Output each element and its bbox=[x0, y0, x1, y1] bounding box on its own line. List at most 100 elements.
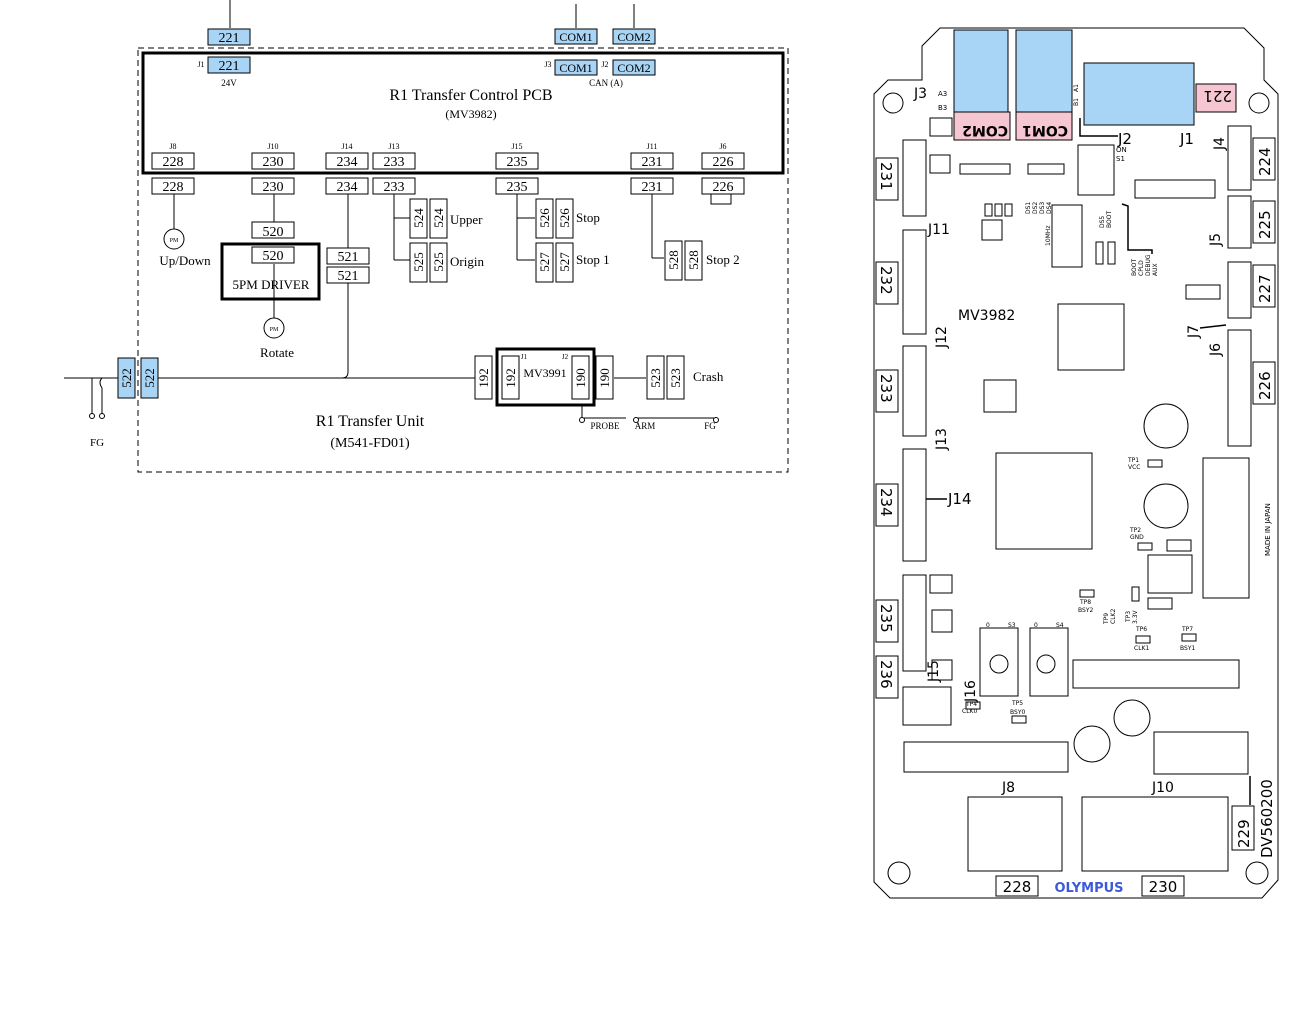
diagram-label: 520 bbox=[263, 225, 284, 240]
diagram-label: CPLD bbox=[1138, 260, 1145, 276]
diagram-label: CLK1 bbox=[1134, 645, 1149, 652]
diagram-label: 522 bbox=[119, 368, 134, 388]
rotate-label: Rotate bbox=[260, 345, 294, 360]
diagram-label: 3.3V bbox=[1132, 609, 1139, 624]
diagram-label: J1 bbox=[197, 60, 204, 69]
diagram-label: TP8 bbox=[1079, 599, 1091, 606]
diagram-label: 221 bbox=[1203, 87, 1232, 105]
diagram-label: COM2 bbox=[962, 122, 1008, 138]
diagram-label: 526 bbox=[537, 208, 552, 228]
diagram-label: 228 bbox=[163, 155, 184, 170]
diagram-label: 235 bbox=[507, 180, 528, 195]
diagram-label: J12 bbox=[934, 326, 950, 349]
diagram-label: BSY2 bbox=[1078, 607, 1093, 614]
diagram-label: J2 bbox=[601, 60, 608, 69]
diagram-label: 525 bbox=[431, 252, 446, 272]
updown-label: Up/Down bbox=[159, 253, 211, 268]
diagram-label: VCC bbox=[1128, 464, 1140, 471]
diagram-label: 520 bbox=[263, 249, 284, 264]
diagram-label: J14 bbox=[947, 490, 972, 508]
rotate-motor bbox=[263, 317, 285, 339]
diagram-label: J2 bbox=[1117, 130, 1132, 148]
diagram-label: 226 bbox=[713, 155, 734, 170]
mv3991-box bbox=[495, 347, 596, 407]
diagram-label: B3 bbox=[938, 104, 947, 112]
diagram-label: 523 bbox=[648, 368, 663, 388]
diagram-label: GND bbox=[1130, 534, 1144, 541]
diagram-label: AUX bbox=[1152, 263, 1159, 276]
diagram-label: 231 bbox=[877, 162, 895, 191]
transfer-unit-outline bbox=[137, 47, 789, 473]
diagram-label: TP7 bbox=[1181, 626, 1193, 633]
diagram-label: 229 bbox=[1235, 819, 1253, 848]
diagram-label: CAN (A) bbox=[589, 78, 623, 88]
doc-number: DV560200 bbox=[1258, 779, 1276, 858]
diagram-label: BOOT bbox=[1131, 259, 1138, 276]
diagram-label: 230 bbox=[263, 155, 284, 170]
diagram-label: TP1 bbox=[1127, 457, 1139, 464]
diagram-label: BSY0 bbox=[1010, 709, 1025, 716]
driver-box bbox=[220, 242, 321, 301]
diagram-label: J10 bbox=[1151, 780, 1174, 796]
diagram-label: J2 bbox=[562, 353, 569, 361]
diagram-label: Origin bbox=[450, 254, 484, 269]
diagram-label: J3 bbox=[544, 60, 551, 69]
diagram-label: 224 bbox=[1256, 147, 1274, 176]
diagram-label: TP5 bbox=[1011, 700, 1023, 707]
diagram-label: 231 bbox=[642, 155, 663, 170]
diagram-label: DS1 bbox=[1025, 202, 1032, 214]
diagram-label: B1 bbox=[1073, 98, 1080, 106]
diagram-label: 228 bbox=[163, 180, 184, 195]
diagram-label: 233 bbox=[384, 180, 405, 195]
diagram-label: Stop bbox=[576, 210, 600, 225]
diagram-label: FG bbox=[704, 421, 716, 431]
diagram-label: 10MHz bbox=[1045, 226, 1052, 246]
pcb-title: R1 Transfer Control PCB bbox=[389, 87, 552, 104]
diagram-label: 221 bbox=[219, 59, 240, 74]
board-outline bbox=[873, 27, 1279, 899]
diagram-label: 0 bbox=[1034, 622, 1038, 629]
diagram-label: COM2 bbox=[617, 61, 650, 75]
diagram-label: J1 bbox=[521, 353, 528, 361]
diagram-label: Stop 1 bbox=[576, 252, 610, 267]
diagram-label: BSY1 bbox=[1180, 645, 1195, 652]
diagram-label: 526 bbox=[557, 208, 572, 228]
diagram-label: COM1 bbox=[1022, 122, 1068, 138]
diagram-label: 234 bbox=[337, 180, 358, 195]
diagram-label: PROBE bbox=[590, 421, 620, 431]
unit-title: R1 Transfer Unit bbox=[316, 413, 425, 430]
diagram-label: J7 bbox=[1186, 325, 1202, 339]
top-com1: COM1 bbox=[559, 30, 592, 44]
diagram-label: 522 bbox=[142, 368, 157, 388]
diagram-label: S4 bbox=[1056, 622, 1064, 629]
diagram-label: CLK2 bbox=[1110, 609, 1117, 624]
diagram-label: PM bbox=[270, 327, 279, 333]
diagram-label: 521 bbox=[338, 250, 359, 265]
diagram-label: 225 bbox=[1256, 210, 1274, 239]
diagram-label: J4 bbox=[1212, 137, 1228, 151]
diagram-label: J13 bbox=[934, 428, 950, 451]
diagram-label: TP6 bbox=[1135, 626, 1147, 633]
pcb-part: (MV3982) bbox=[445, 107, 496, 121]
brand-logo: OLYMPUS bbox=[1054, 881, 1123, 896]
diagram-label: TP9 bbox=[1103, 613, 1110, 625]
diagram-label: J16 bbox=[963, 680, 979, 703]
diagram-label: 192 bbox=[503, 368, 518, 388]
diagram-label: 236 bbox=[877, 660, 895, 689]
diagram-label: J10 bbox=[267, 142, 278, 151]
diagram-label: ON bbox=[1116, 146, 1127, 154]
diagram-label: J1 bbox=[1179, 130, 1194, 148]
diagram-label: J6 bbox=[1208, 343, 1224, 357]
diagram-label: 231 bbox=[642, 180, 663, 195]
diagram-label: Upper bbox=[450, 212, 483, 227]
diagram-label: J3 bbox=[913, 86, 927, 102]
updown-motor bbox=[163, 228, 185, 250]
diagram-label: 528 bbox=[666, 250, 681, 270]
diagram-label: J15 bbox=[926, 660, 942, 683]
diagram-label: 525 bbox=[411, 252, 426, 272]
diagram-label: J11 bbox=[647, 142, 658, 151]
diagram-label: 234 bbox=[337, 155, 358, 170]
diagram-label: 235 bbox=[877, 604, 895, 633]
diagram-label: J6 bbox=[719, 142, 726, 151]
